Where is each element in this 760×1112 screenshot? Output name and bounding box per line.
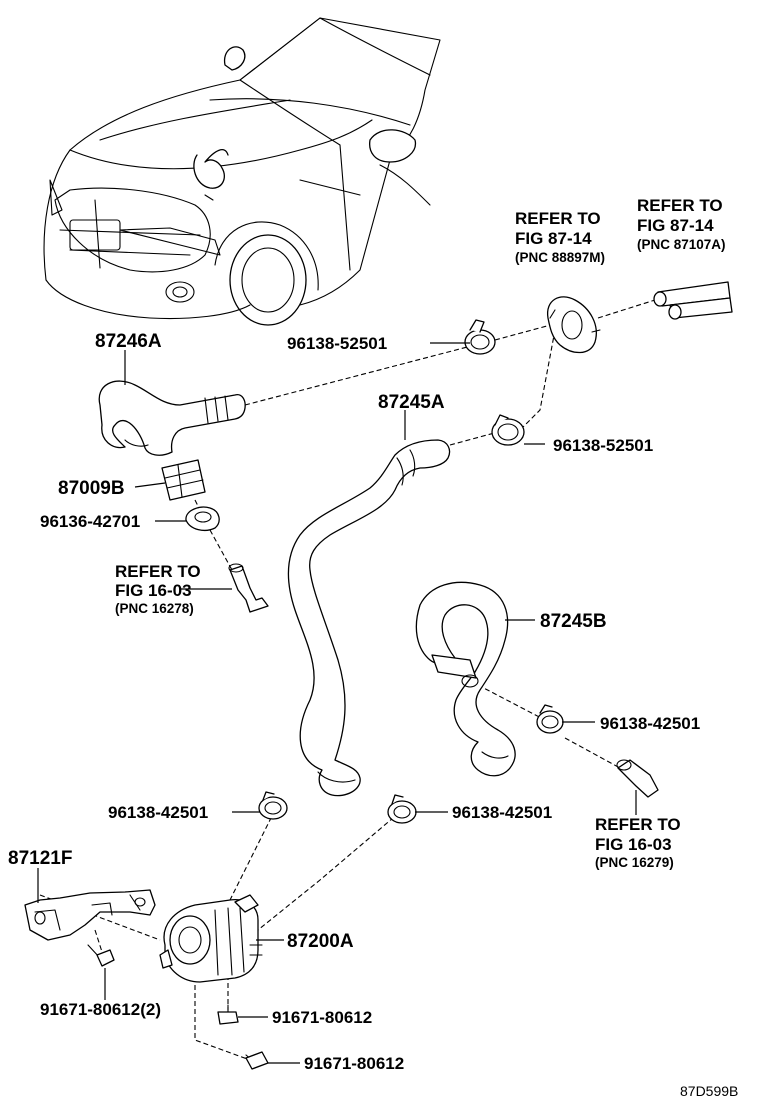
part-labels: 87246A 96138-52501 87245A 96138-52501 87… (8, 331, 700, 1073)
hose-87245a (287, 439, 451, 797)
label-87246a: 87246A (95, 331, 162, 352)
label-clamp-lower-left: 96138-42501 (108, 803, 208, 822)
label-bolt-left: 91671-80612(2) (40, 1000, 161, 1019)
refer-line1: REFER TO (515, 209, 601, 228)
refer-line2: FIG 16-03 (115, 581, 192, 600)
clamp-96138-42501-lower-mid (387, 794, 417, 824)
diagram-code: 87D599B (680, 1083, 738, 1099)
label-clip-96136: 96136-42701 (40, 512, 140, 531)
hose-87246a (98, 380, 246, 456)
pump-87200a (159, 894, 263, 983)
label-clamp-upper-right: 96138-52501 (553, 436, 653, 455)
clamp-96138-42501-right (536, 704, 564, 734)
refer-line2: FIG 87-14 (515, 229, 592, 248)
pipe-pnc-87107a (653, 281, 733, 320)
label-clamp-right: 96138-42501 (600, 714, 700, 733)
refer-pnc: (PNC 16278) (115, 601, 194, 616)
refer-line1: REFER TO (637, 196, 723, 215)
label-87121f: 87121F (8, 848, 72, 869)
label-bolt-bottom: 91671-80612 (304, 1054, 404, 1073)
label-clamp-upper-left: 96138-52501 (287, 334, 387, 353)
bolt-91671-80612-left (87, 944, 115, 967)
refer-pnc: (PNC 88897M) (515, 250, 605, 265)
car-illustration (43, 17, 441, 326)
refer-pnc: (PNC 16279) (595, 855, 674, 870)
refer-line1: REFER TO (595, 815, 681, 834)
label-87245b: 87245B (540, 611, 607, 632)
nipple-pnc-16278 (228, 563, 269, 613)
clamp-96138-42501-lower-left (258, 791, 288, 820)
leader-lines (37, 342, 637, 1064)
clamp-96138-52501-upper-left (464, 319, 496, 355)
bolt-91671-80612-mid (217, 1004, 239, 1025)
clamp-96138-52501-upper-right (491, 414, 525, 446)
clip-96136-42701 (185, 506, 220, 531)
bracket-87121f (24, 889, 156, 941)
refer-line2: FIG 16-03 (595, 835, 672, 854)
label-87245a: 87245A (378, 392, 445, 413)
refer-line2: FIG 87-14 (637, 216, 714, 235)
refer-pnc: (PNC 87107A) (637, 237, 726, 252)
refer-note-fig-16-03-pnc-16279: REFER TO FIG 16-03 (PNC 16279) (595, 815, 681, 870)
grommet-87009b (161, 459, 206, 501)
label-clamp-lower-mid: 96138-42501 (452, 803, 552, 822)
refer-line1: REFER TO (115, 562, 201, 581)
refer-note-fig-87-14-pnc-87107a: REFER TO FIG 87-14 (PNC 87107A) (637, 196, 726, 252)
grommet-pnc-88897m (547, 296, 601, 354)
label-87009b: 87009B (58, 478, 125, 499)
refer-note-fig-16-03-pnc-16278: REFER TO FIG 16-03 (PNC 16278) (115, 562, 201, 616)
refer-note-fig-87-14-pnc-88897m: REFER TO FIG 87-14 (PNC 88897M) (515, 209, 605, 265)
bolt-91671-80612-bottom (245, 1051, 269, 1070)
label-bolt-mid: 91671-80612 (272, 1008, 372, 1027)
label-87200a: 87200A (287, 931, 354, 952)
hose-87245b (415, 581, 516, 777)
nipple-pnc-16279 (616, 759, 659, 798)
